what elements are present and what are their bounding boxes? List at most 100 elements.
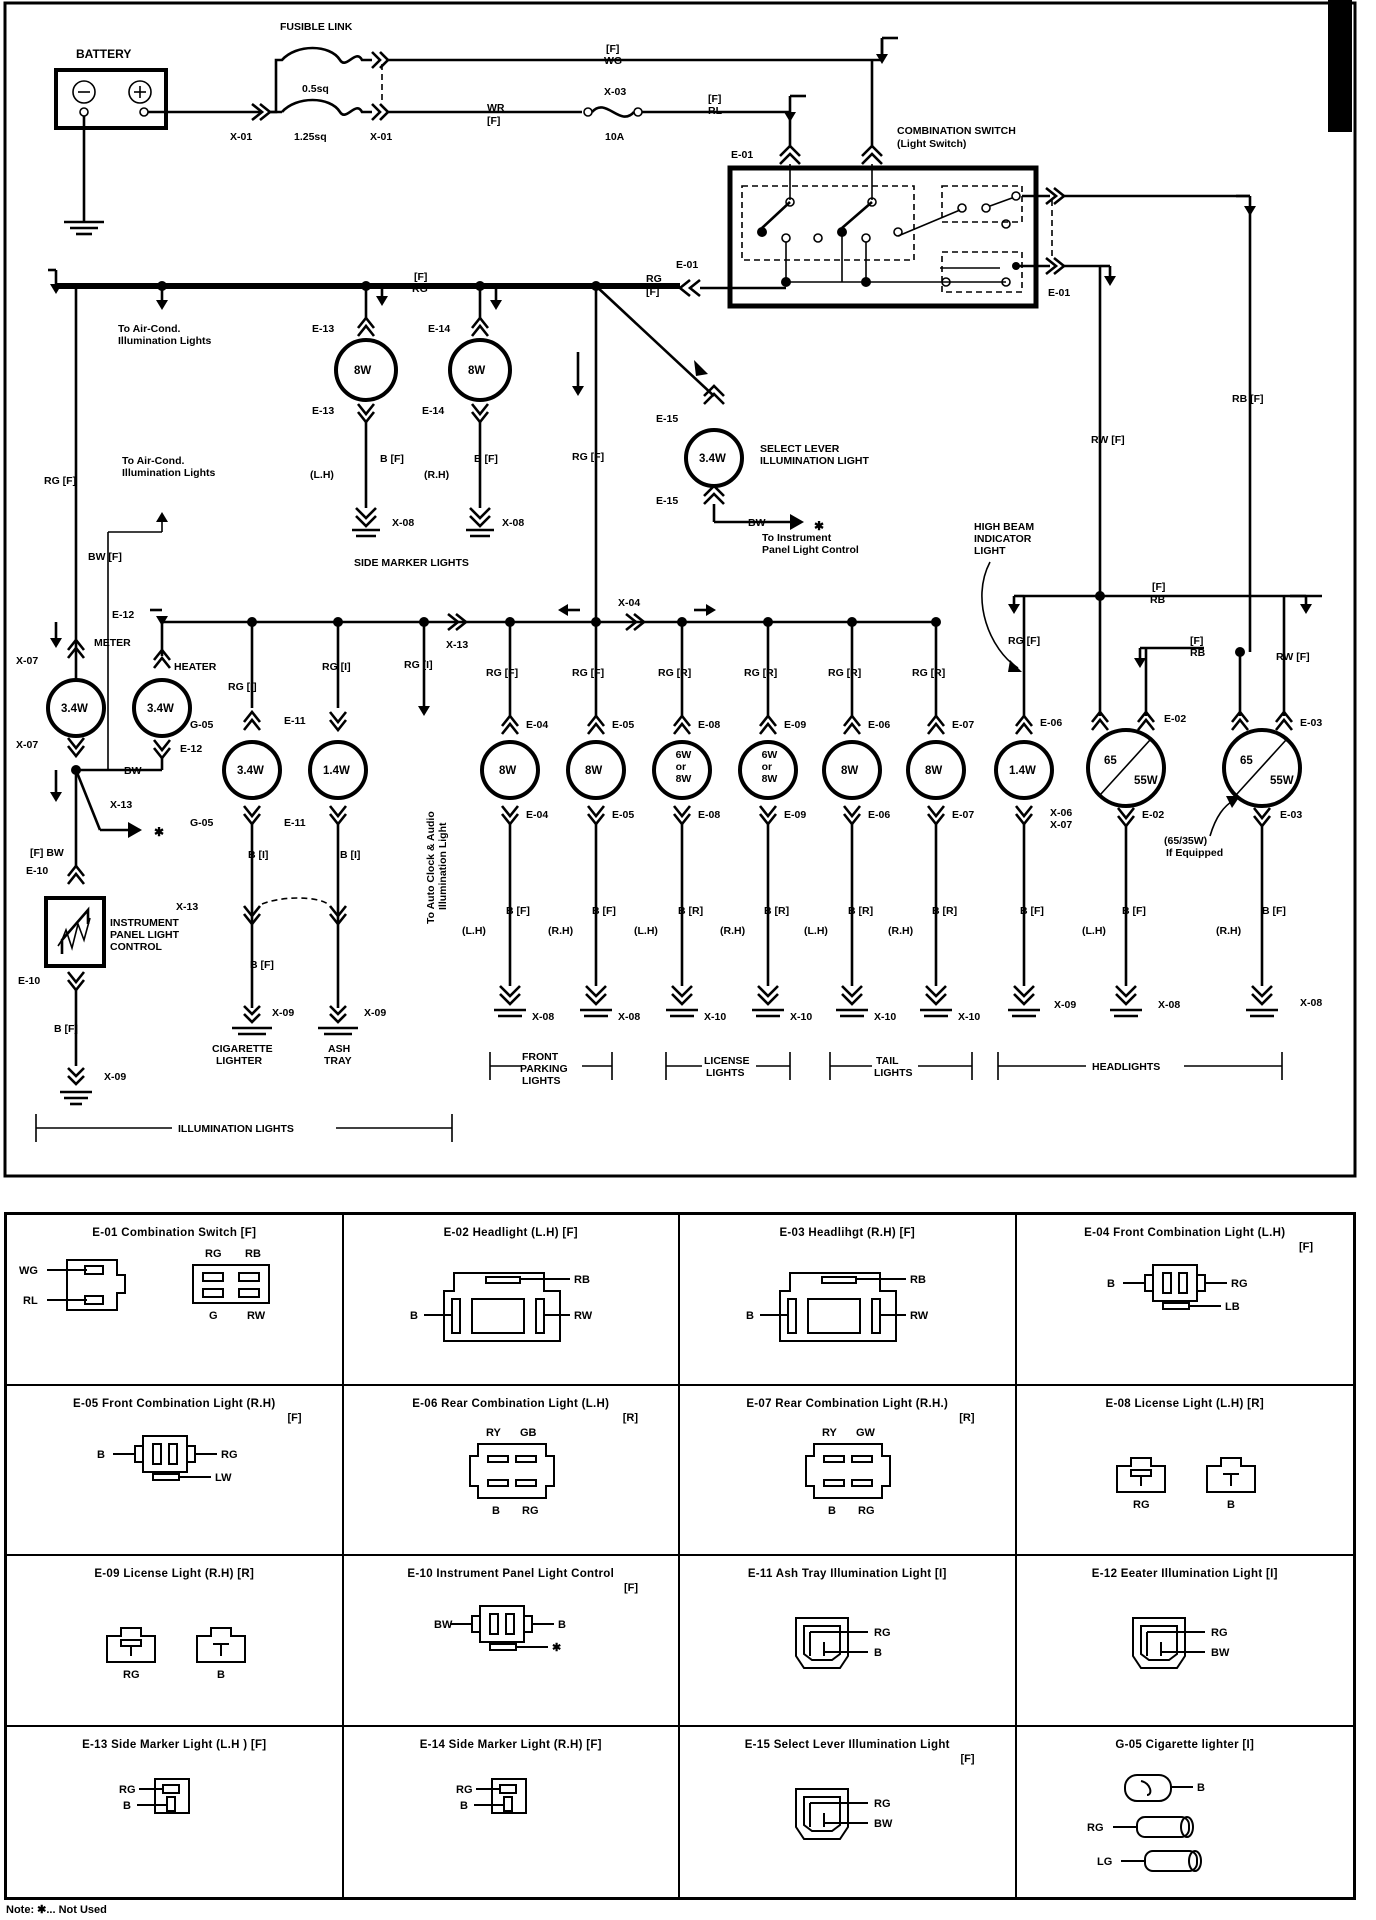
connector-drawing: RGB: [456, 1777, 527, 1814]
connector-title-extra: [R]: [959, 1411, 975, 1424]
connector-title: E-05 Front Combination Light (R.H): [73, 1397, 276, 1410]
lamp-conn-bottom-1: [586, 805, 606, 827]
connector-pin-label: RG: [874, 1798, 891, 1810]
bulb-lh-65: 65: [1104, 755, 1117, 767]
connector-pin-label: BW: [434, 1619, 453, 1631]
connector-shape: [1161, 1302, 1190, 1310]
wire-wr-f: [F]: [487, 115, 500, 127]
lamp-bulb-label-3-1: or: [762, 761, 773, 773]
lamp-conn-bottom-label-5: E-07: [952, 809, 974, 821]
heater-bw: BW: [124, 765, 142, 777]
clock-rg-wire: RG [I]: [404, 659, 433, 671]
connector-pin-label: RG: [1133, 1499, 1150, 1511]
lamp-b-label-4: B [R]: [848, 905, 873, 917]
connector-pin-label: ✱: [552, 1642, 561, 1654]
side-marker-group-label: SIDE MARKER LIGHTS: [354, 557, 469, 569]
lamp-side-label-3: (R.H): [720, 925, 745, 937]
lamp-ground-label-2: X-10: [704, 1011, 726, 1023]
fuse-rating: 10A: [605, 131, 625, 143]
x09-ash: X-09: [364, 1007, 386, 1019]
connector-pin-label: RY: [822, 1427, 838, 1439]
connector-pin-label: B: [746, 1310, 754, 1322]
connector-shape: [490, 1777, 527, 1814]
lamp-wire-label-5: RG [R]: [912, 667, 945, 679]
cigarette-label-1: CIGARETTE: [212, 1043, 273, 1055]
cig-b-wire: B [I]: [248, 849, 268, 861]
ash-label-2: TRAY: [324, 1055, 352, 1067]
connector-shape: [106, 1627, 156, 1663]
lamp-conn-top-label-3: E-09: [784, 719, 806, 731]
connector-cell: E-10 Instrument Panel Light Control[F]BW…: [343, 1556, 680, 1727]
connector-pin-label: RW: [910, 1310, 929, 1322]
hb-b-wire: B [F]: [1020, 905, 1044, 917]
connector-shape: [871, 1298, 881, 1334]
lamp-bulb-label-3-2: 8W: [762, 773, 778, 785]
ipl-control-2: PANEL LIGHT: [110, 929, 180, 941]
connector-pin-label: RG: [119, 1784, 136, 1796]
connector-pin-label: RG: [456, 1784, 473, 1796]
connector-pin-label: WG: [19, 1265, 38, 1277]
side-marker-lh: (L.H): [310, 469, 334, 481]
hb-rg-wire: RG [F]: [1008, 635, 1040, 647]
if-equipped-1: (65/35W): [1164, 835, 1207, 847]
connector-pin-label: B: [97, 1449, 105, 1461]
connector-shape: [152, 1472, 180, 1481]
connector-shape: [803, 1795, 841, 1832]
connector-title-extra: [F]: [1298, 1241, 1313, 1253]
e12-bottom: E-12: [180, 743, 202, 755]
lamp-conn-bottom-5: [926, 805, 946, 827]
connector-shape: [1140, 1779, 1151, 1796]
lamp-bulb-3: [738, 740, 798, 800]
connector-shape: [851, 1478, 873, 1487]
connector-pin-label: RG: [1231, 1278, 1248, 1290]
connector-pin-label: RG: [874, 1627, 891, 1639]
connector-pin-label: RG: [522, 1505, 539, 1517]
lamp-ground-conn-3: [757, 985, 779, 1006]
connector-shape: [478, 1605, 525, 1643]
side-marker-lights: E-13 8W E-13 (L.H) B [F] X-08 E-14 8W E-…: [310, 281, 524, 569]
x09-hb: X-09: [1054, 999, 1076, 1011]
connector-title-extra: [R]: [622, 1411, 638, 1424]
connector-title: E-15 Select Lever Illumination Light: [744, 1738, 950, 1751]
connector-pin-label: RG: [1211, 1627, 1228, 1639]
wire-rbf-right: RB [F]: [1232, 393, 1264, 405]
lamp-side-label-2: (L.H): [634, 925, 658, 937]
connector-shape: [1143, 1274, 1154, 1292]
group-brackets: FRONT PARKING LIGHTS LICENSE LIGHTS TAIL…: [35, 1051, 1283, 1142]
connector-shape: [498, 1783, 517, 1794]
lamp-conn-top-label-5: E-07: [952, 719, 974, 731]
meter-light: X-07 3.4W X-07 ✱ X-13 [F] BW E-10 INSTRU…: [16, 637, 180, 1106]
connector-shape: [238, 1288, 260, 1298]
wiring-diagram: BATTERY X-01 FUSIBLE LINK 0.5sq 1.25sq X…: [3, 1, 1357, 1178]
rb-top: RB: [1150, 594, 1166, 606]
connector-shape: [192, 1264, 270, 1304]
x09-cig: X-09: [272, 1007, 294, 1019]
lamp-bulb-2: [652, 740, 712, 800]
lamp-conn-bottom-3: [758, 805, 778, 827]
lamp-ground-label-5: X-10: [958, 1011, 980, 1023]
to-instrument-note: To Instrument: [762, 532, 832, 544]
connector-shape: [162, 1783, 180, 1794]
connector-shape: [1151, 1264, 1198, 1302]
bulb-rh-65: 65: [1240, 755, 1253, 767]
lamp-conn-top-5: [926, 713, 946, 735]
connector-title: E-07 Rear Combination Light (R.H.): [746, 1397, 949, 1410]
connector-shape: [1129, 1468, 1152, 1477]
illumination-group: ILLUMINATION LIGHTS: [178, 1123, 294, 1135]
connector-title: E-10 Instrument Panel Light Control: [407, 1568, 615, 1580]
connector-title: E-02 Headlight (L.H) [F]: [443, 1227, 578, 1239]
connector-pin-label: B: [828, 1505, 836, 1517]
connector-title: E-01 Combination Switch [F]: [92, 1227, 257, 1239]
x08-hl-lh: X-08: [1158, 999, 1180, 1011]
cigarette-ash-lights: RG [I] G-05 3.4W G-05 B [I] B [F] X-09 C…: [176, 617, 386, 1067]
connector-title: E-09 License Light (R.H) [R]: [94, 1568, 255, 1580]
lamp-ground-conn-1: [585, 985, 607, 1006]
lamp-conn-bottom-label-0: E-04: [526, 809, 548, 821]
lamp-ground-label-3: X-10: [790, 1011, 812, 1023]
connector-pin-label: B: [1197, 1782, 1205, 1794]
